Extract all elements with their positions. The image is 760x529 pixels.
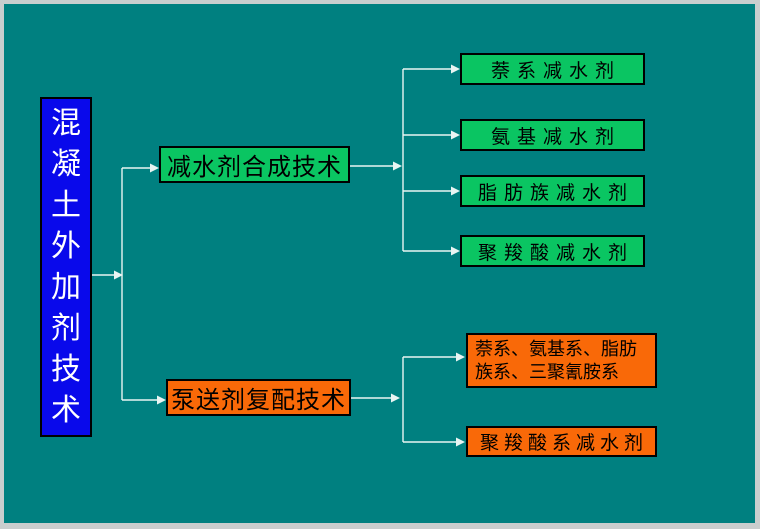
leaf-node-label: 氨基减水剂	[490, 126, 621, 148]
leaf-node-label: 聚羧酸系减水剂	[479, 433, 648, 454]
branch-node-label: 泵送剂复配技术	[171, 388, 346, 414]
branch-node-pumping-agent-compounding: 泵送剂复配技术	[166, 379, 351, 416]
leaf-node-polycarboxylate-water-reducer: 聚羧酸减水剂	[460, 235, 645, 267]
leaf-node-naphthalene-water-reducer: 萘系减水剂	[460, 53, 645, 85]
leaf-node-label: 萘系、氨基系、脂肪族系、三聚氰胺系	[475, 338, 637, 382]
root-node-concrete-admixture: 混凝土外加剂技术	[40, 97, 92, 437]
leaf-node-compound-series-families: 萘系、氨基系、脂肪族系、三聚氰胺系	[466, 333, 657, 388]
branch-node-label: 减水剂合成技术	[167, 155, 342, 181]
leaf-node-label: 萘系减水剂	[490, 60, 621, 82]
branch-node-water-reducer-synthesis: 减水剂合成技术	[159, 146, 350, 183]
leaf-node-label: 聚羧酸减水剂	[477, 242, 634, 264]
connector-lines	[92, 68, 461, 443]
root-node-label: 混凝土外加剂技术	[51, 107, 81, 427]
leaf-node-amino-water-reducer: 氨基减水剂	[460, 119, 645, 151]
leaf-node-polycarboxylate-series-water-reducer: 聚羧酸系减水剂	[466, 426, 657, 457]
leaf-node-aliphatic-water-reducer: 脂肪族减水剂	[460, 175, 645, 207]
leaf-node-label: 脂肪族减水剂	[477, 182, 634, 204]
